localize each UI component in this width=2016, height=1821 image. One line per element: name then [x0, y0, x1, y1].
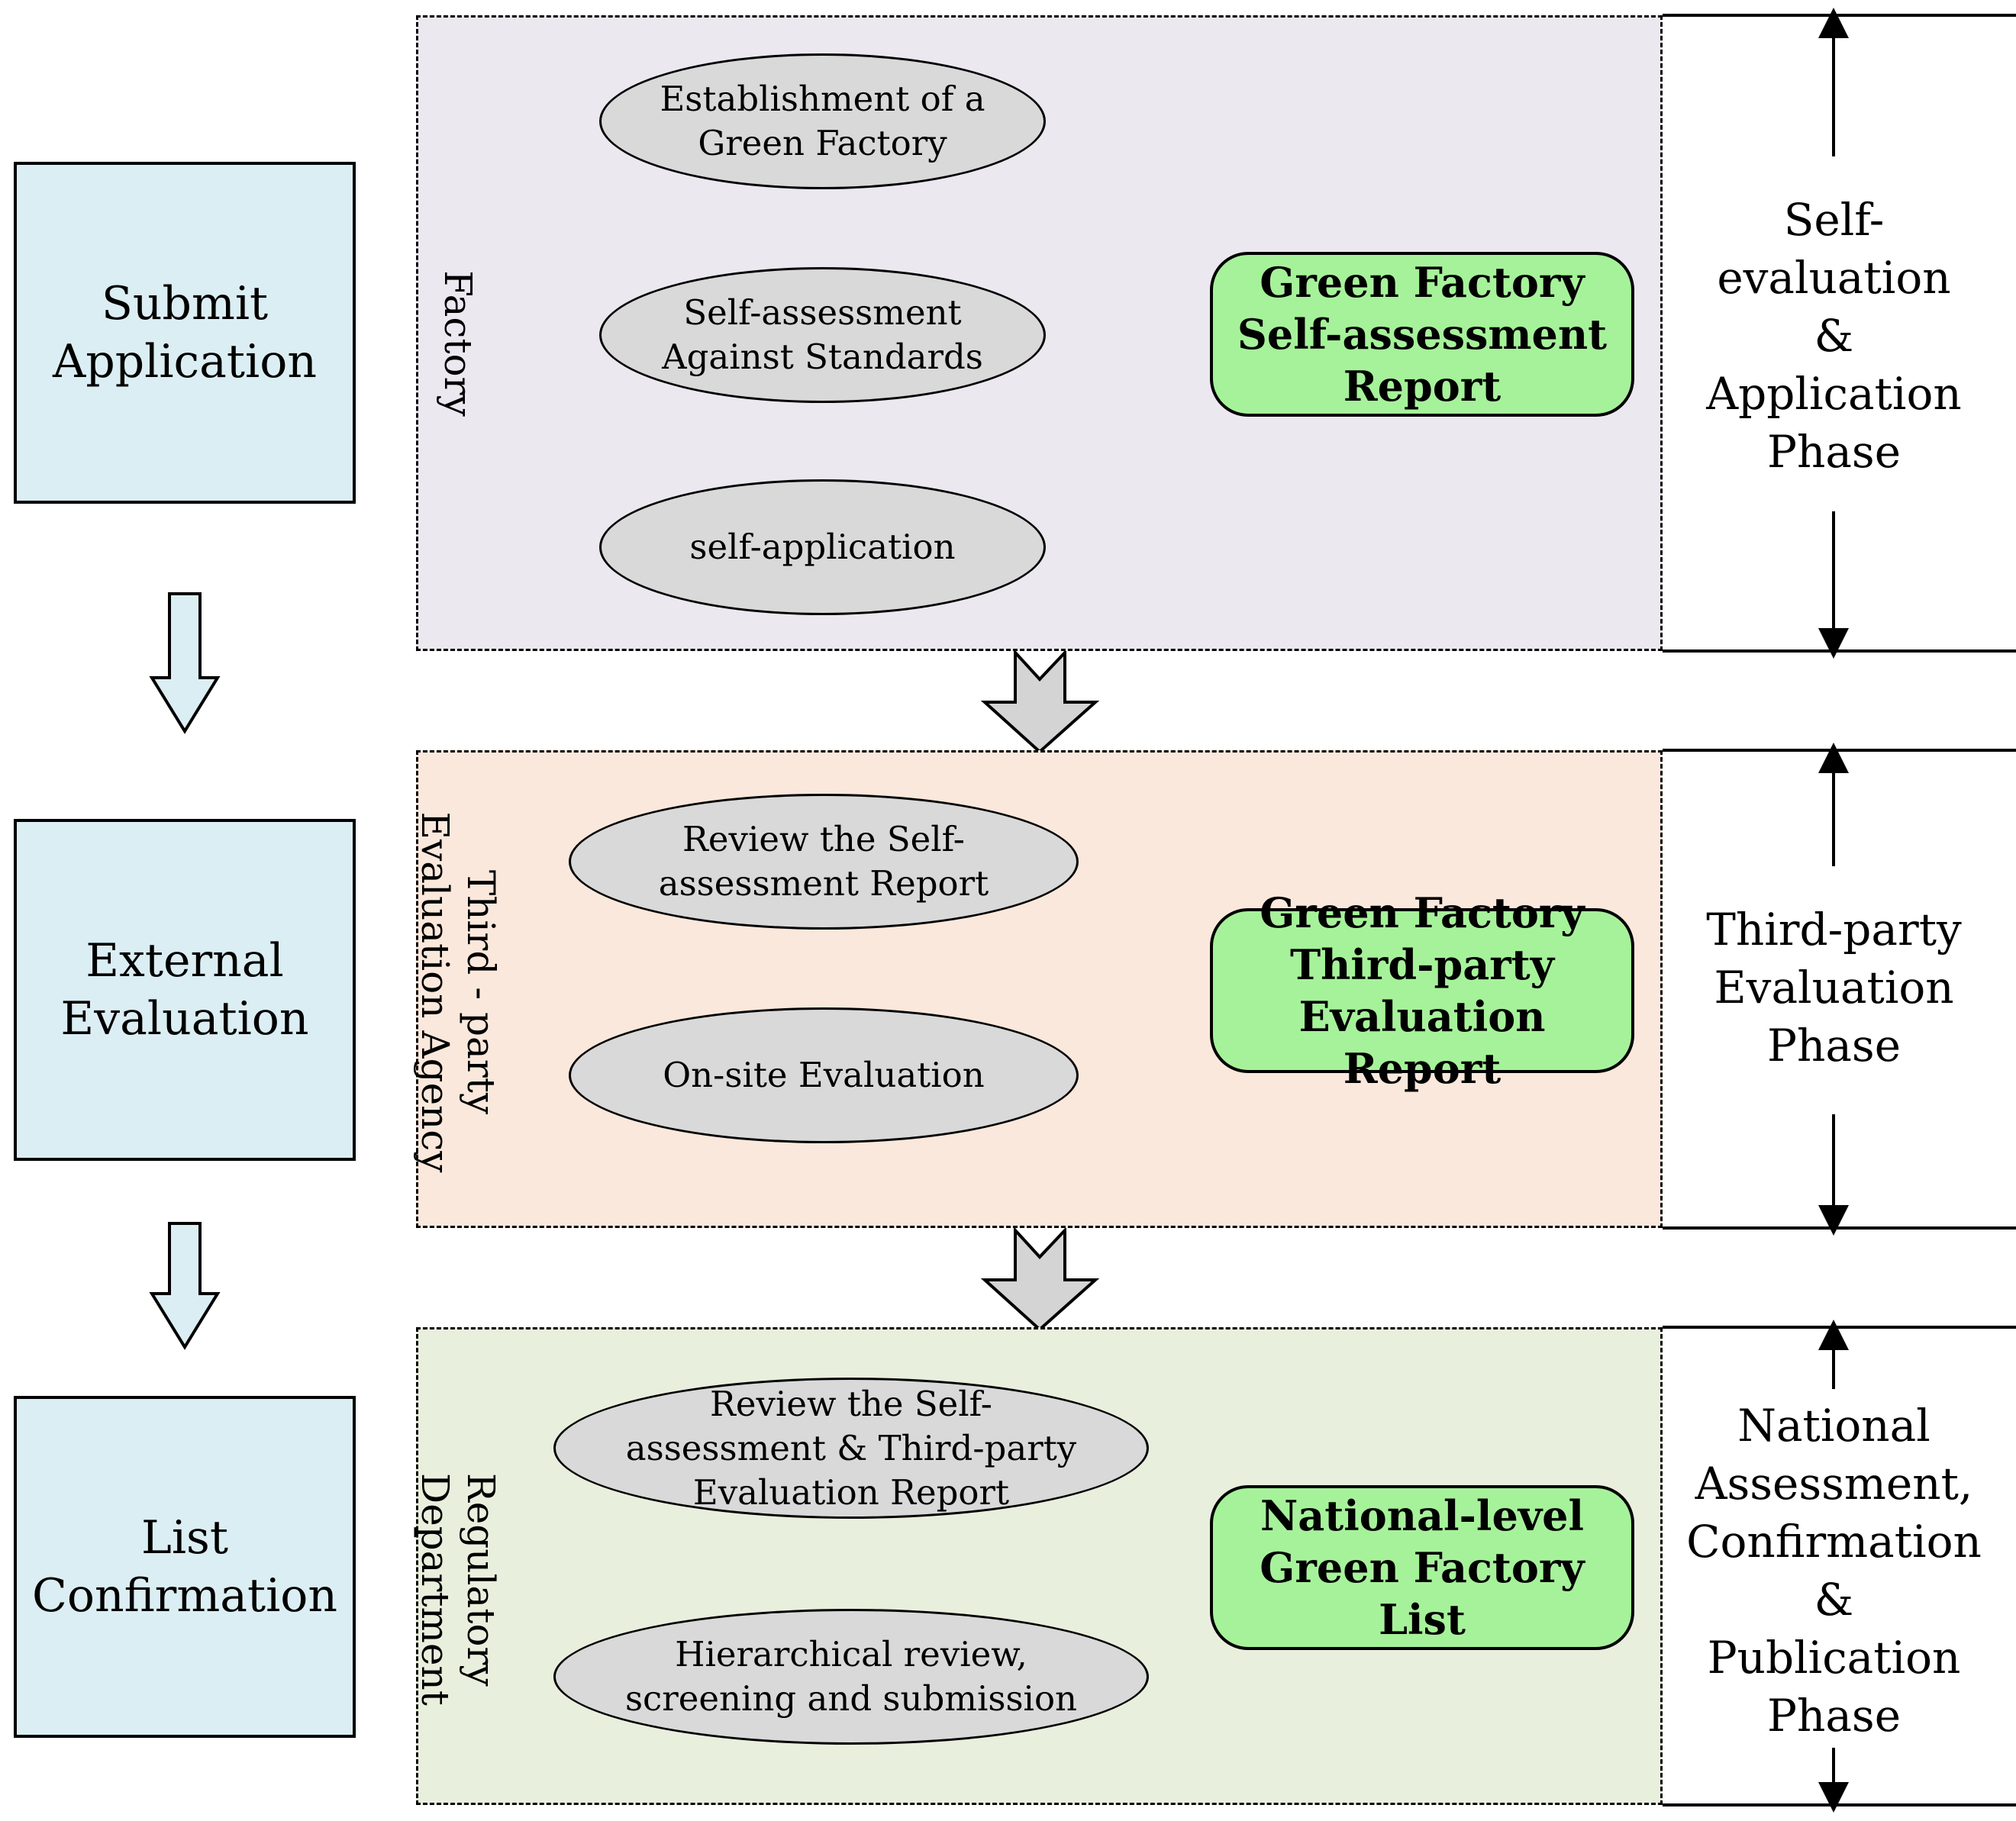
step-ellipse: Establishment of a Green Factory	[599, 53, 1046, 189]
stage-list-confirmation: List Confirmation	[14, 1396, 356, 1738]
phase-label: National Assessment, Confirmation & Publ…	[1668, 1397, 2000, 1748]
step-ellipse: Self-assessment Against Standards	[599, 267, 1046, 403]
report-national-list: National-level Green Factory List	[1210, 1485, 1634, 1650]
phase-label: Self- evaluation & Application Phase	[1668, 191, 2000, 481]
stage-arrow-2	[149, 1222, 221, 1350]
panel-arrow-2	[980, 1226, 1100, 1332]
phase-label: Third-party Evaluation Phase	[1668, 901, 2000, 1084]
stage-submit-application: Submit Application	[14, 162, 356, 504]
step-ellipse: Hierarchical review, screening and submi…	[553, 1609, 1149, 1745]
stage-external-evaluation: External Evaluation	[14, 819, 356, 1161]
step-ellipse: Review the Self- assessment & Third-part…	[553, 1378, 1149, 1519]
stage-arrow-1	[149, 592, 221, 734]
report-self-assessment: Green Factory Self-assessment Report	[1210, 252, 1634, 417]
actor-label-factory: Factory	[436, 270, 480, 417]
actor-label-third-party: Third - party Evaluation Agency	[413, 811, 503, 1173]
report-third-party: Green Factory Third-party Evaluation Rep…	[1210, 888, 1634, 1093]
actor-label-regulatory: Regulatory Department	[413, 1473, 503, 1706]
step-ellipse: Review the Self- assessment Report	[569, 794, 1079, 930]
step-ellipse: self-application	[599, 479, 1046, 615]
panel-arrow-1	[980, 648, 1100, 754]
step-ellipse: On-site Evaluation	[569, 1007, 1079, 1143]
